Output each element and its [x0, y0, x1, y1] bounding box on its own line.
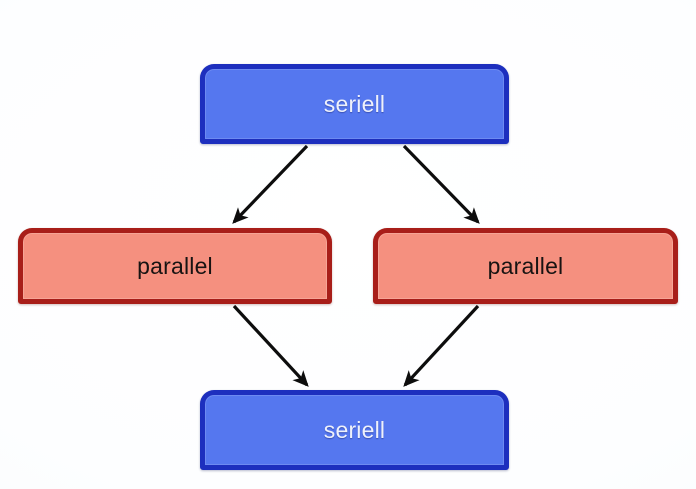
node-serial-bottom-label: seriell: [323, 416, 386, 443]
node-parallel-right[interactable]: parallel: [373, 228, 678, 304]
edge-serial-top-to-parallel-right: [402, 144, 480, 224]
edge-parallel-left-to-serial-bottom: [232, 304, 309, 387]
node-serial-bottom[interactable]: seriell: [200, 390, 509, 470]
edge-serial-top-to-parallel-left: [232, 144, 309, 224]
edge-parallel-right-to-serial-bottom: [403, 304, 480, 387]
node-serial-top-label: seriell: [323, 90, 386, 117]
node-parallel-left-label: parallel: [137, 252, 213, 279]
node-parallel-left[interactable]: parallel: [18, 228, 332, 304]
node-serial-top[interactable]: seriell: [200, 64, 509, 144]
node-parallel-right-label: parallel: [487, 252, 564, 279]
